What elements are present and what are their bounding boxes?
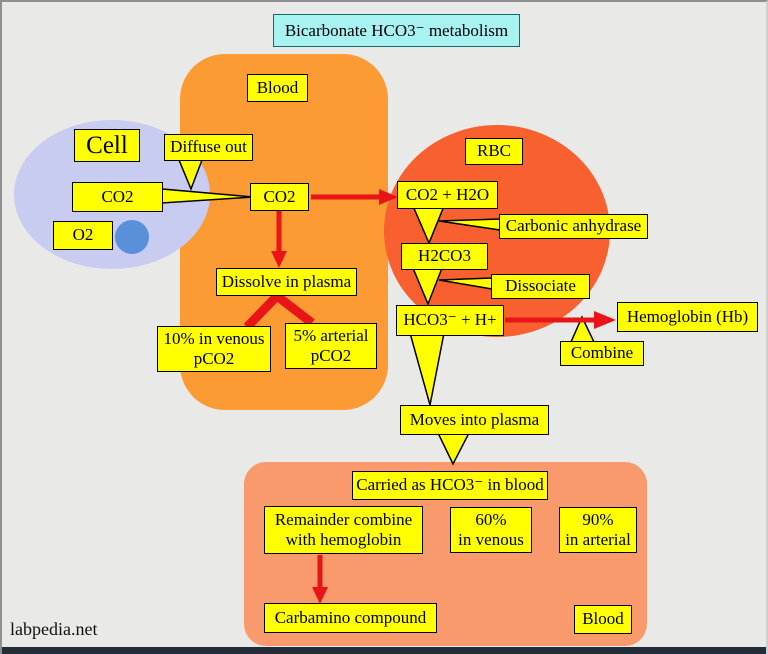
pointer-combine bbox=[569, 315, 596, 343]
dissociate-callout: Dissociate bbox=[491, 274, 590, 299]
venous-pco2-box: 10% in venous pCO2 bbox=[157, 326, 271, 372]
cell-o2-box: O2 bbox=[53, 221, 113, 250]
arterial-90-box: 90% in arterial bbox=[559, 507, 637, 553]
carbamino-compound-box: Carbamino compound bbox=[264, 603, 437, 633]
cell-nucleus-dot bbox=[115, 220, 149, 254]
carried-as-hco3-box: Carried as HCO3⁻ in blood bbox=[352, 471, 548, 500]
venous-pco2-line2: pCO2 bbox=[193, 349, 235, 368]
plasma-blood-label-box: Blood bbox=[574, 605, 632, 634]
diffuse-out-callout: Diffuse out bbox=[164, 134, 253, 161]
dissolve-in-plasma-box: Dissolve in plasma bbox=[216, 268, 357, 296]
cell-label-box: Cell bbox=[74, 129, 140, 162]
rbc-label-box: RBC bbox=[465, 138, 523, 165]
remainder-combine-box: Remainder combine with hemoglobin bbox=[264, 506, 423, 554]
arterial-pco2-line1: 5% arterial bbox=[293, 325, 369, 345]
arrowhead-hco3-to-hemoglobin bbox=[594, 311, 616, 329]
venous-pco2-line1: 10% in venous bbox=[163, 328, 265, 348]
pointer-moves-to-carried bbox=[436, 432, 471, 466]
watermark: labpedia.net bbox=[10, 619, 98, 639]
hemoglobin-box: Hemoglobin (Hb) bbox=[617, 302, 758, 332]
venous-60-line2: in venous bbox=[458, 530, 524, 549]
arterial-pco2-line2: pCO2 bbox=[310, 346, 352, 365]
arterial-pco2-box: 5% arterial pCO2 bbox=[285, 323, 377, 369]
arterial-90-line1: 90% bbox=[582, 509, 614, 529]
venous-60-line1: 60% bbox=[475, 509, 507, 529]
bottom-bar bbox=[2, 647, 766, 654]
cell-co2-box: CO2 bbox=[72, 182, 163, 212]
venous-60-box: 60% in venous bbox=[450, 507, 532, 553]
carbonic-anhydrase-callout: Carbonic anhydrase bbox=[499, 214, 648, 239]
hco3-h-box: HCO3⁻ + H+ bbox=[396, 305, 504, 336]
diagram-title: Bicarbonate HCO3⁻ metabolism bbox=[273, 14, 520, 47]
co2-h2o-box: CO2 + H2O bbox=[397, 181, 498, 209]
remainder-line2: with hemoglobin bbox=[285, 530, 402, 549]
arterial-90-line2: in arterial bbox=[565, 530, 631, 549]
blood-label-box: Blood bbox=[247, 74, 308, 102]
blood-co2-box: CO2 bbox=[250, 183, 309, 211]
pointer-hco3-to-moves bbox=[409, 332, 445, 406]
remainder-line1: Remainder combine bbox=[274, 509, 413, 529]
h2co3-box: H2CO3 bbox=[401, 243, 488, 270]
combine-callout: Combine bbox=[560, 341, 644, 366]
moves-into-plasma-box: Moves into plasma bbox=[400, 405, 549, 435]
